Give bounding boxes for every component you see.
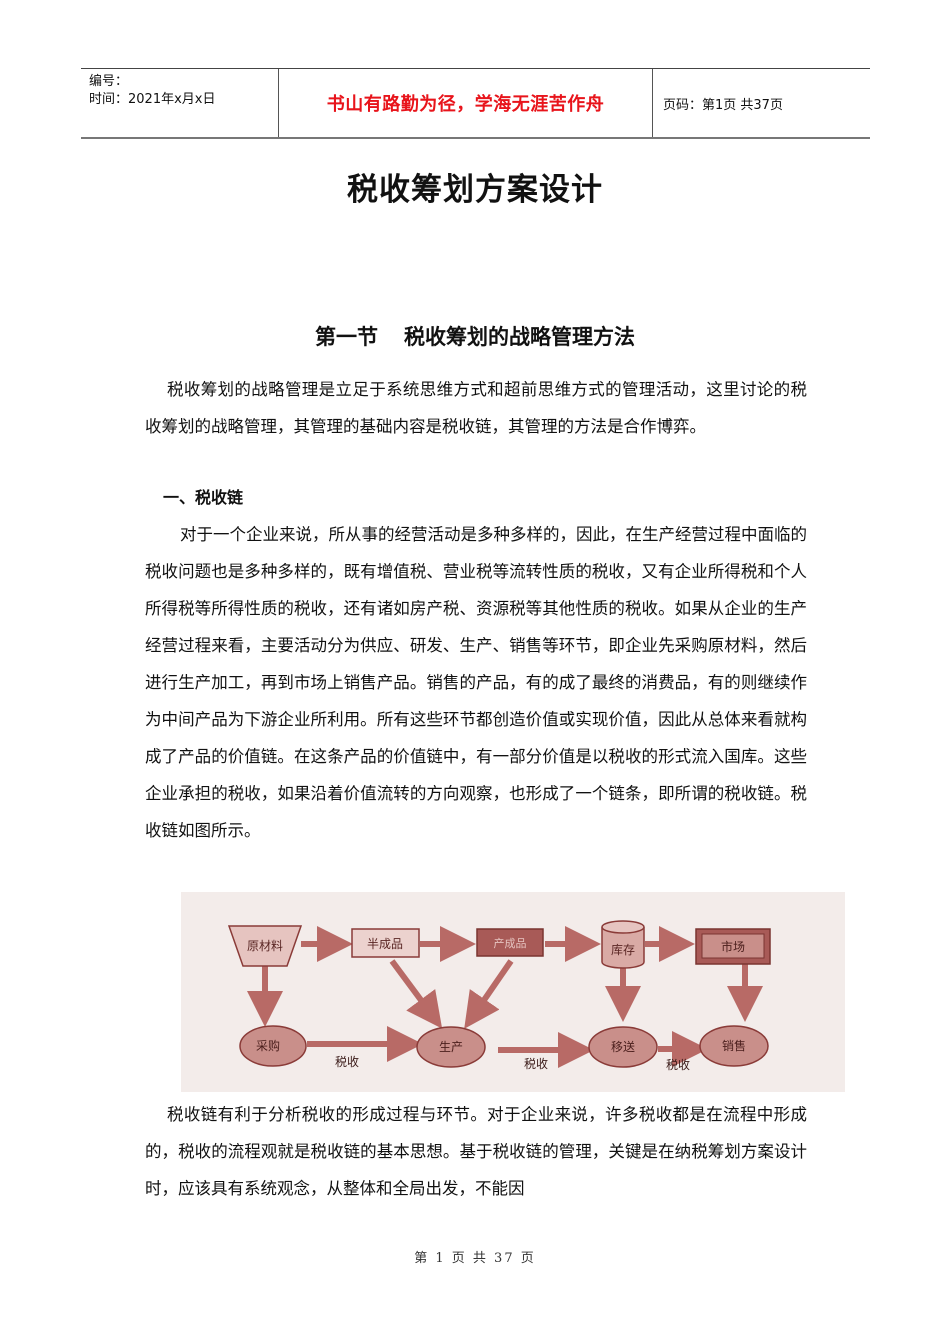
edge-label-tax-2: 税收 [524, 1057, 548, 1071]
node-purchase-shape [239, 1025, 307, 1067]
page-footer: 第 1 页 共 37 页 [414, 1251, 536, 1266]
node-transfer-shape [588, 1026, 658, 1068]
node-inventory-label: 库存 [611, 942, 635, 957]
section-number: 第一节 [315, 325, 378, 349]
edge-label-tax-1: 税收 [335, 1055, 359, 1069]
node-semi-product-label: 半成品 [367, 937, 403, 951]
node-purchase-label: 采购 [256, 1038, 280, 1053]
body-paragraph-analysis: 税收链有利于分析税收的形成过程与环节。对于企业来说，许多税收都是在流程中形成的，… [145, 1105, 807, 1198]
node-sales-label: 销售 [722, 1038, 746, 1053]
header-motto: 书山有路勤为径，学海无涯苦作舟 [326, 94, 605, 115]
node-market-label: 市场 [721, 939, 745, 954]
node-sales-shape [699, 1025, 769, 1067]
intro-paragraph: 税收筹划的战略管理是立足于系统思维方式和超前思维方式的管理活动，这里讨论的税收筹… [145, 380, 807, 436]
node-raw-material-shape [227, 925, 303, 967]
document-date-label: 时间：2021年x月x日 [89, 92, 216, 107]
node-inventory-shape [601, 927, 645, 969]
section-heading: 第一节 税收筹划的战略管理方法 [0, 321, 950, 351]
header-meta-cell: 编号： 时间：2021年x月x日 [81, 69, 278, 137]
node-semi-product-shape [351, 928, 420, 958]
node-production-shape [416, 1026, 486, 1068]
node-finished-product-shape [476, 928, 544, 957]
body-paragraph-tax-chain: 对于一个企业来说，所从事的经营活动是多种多样的，因此，在生产经营过程中面临的税收… [145, 525, 807, 840]
edge-label-tax-3: 税收 [666, 1058, 690, 1072]
header-page-cell: 页码：第1页 共37页 [653, 69, 870, 137]
tax-chain-diagram: 原材料 半成品 产成品 库存 市场 采购 生产 移送 销售 税收 税收 税收 [181, 892, 845, 1092]
node-raw-material-label: 原材料 [247, 939, 283, 953]
document-header-table: 编号： 时间：2021年x月x日 书山有路勤为径，学海无涯苦作舟 页码：第1页 … [81, 68, 870, 139]
document-number-label: 编号： [89, 74, 129, 89]
document-title: 税收筹划方案设计 [347, 172, 603, 208]
node-transfer-label: 移送 [611, 1039, 635, 1054]
section-title: 税收筹划的战略管理方法 [404, 325, 635, 349]
diagram-arrows [247, 926, 763, 1068]
header-motto-cell: 书山有路勤为径，学海无涯苦作舟 [278, 69, 653, 137]
node-production-label: 生产 [439, 1040, 463, 1054]
header-page-info: 页码：第1页 共37页 [663, 97, 783, 113]
tax-chain-flowchart: 原材料 半成品 产成品 库存 市场 采购 生产 移送 销售 税收 税收 税收 [227, 920, 771, 1072]
subheading-tax-chain: 一、税收链 [163, 488, 244, 507]
node-finished-product-label: 产成品 [494, 936, 527, 950]
